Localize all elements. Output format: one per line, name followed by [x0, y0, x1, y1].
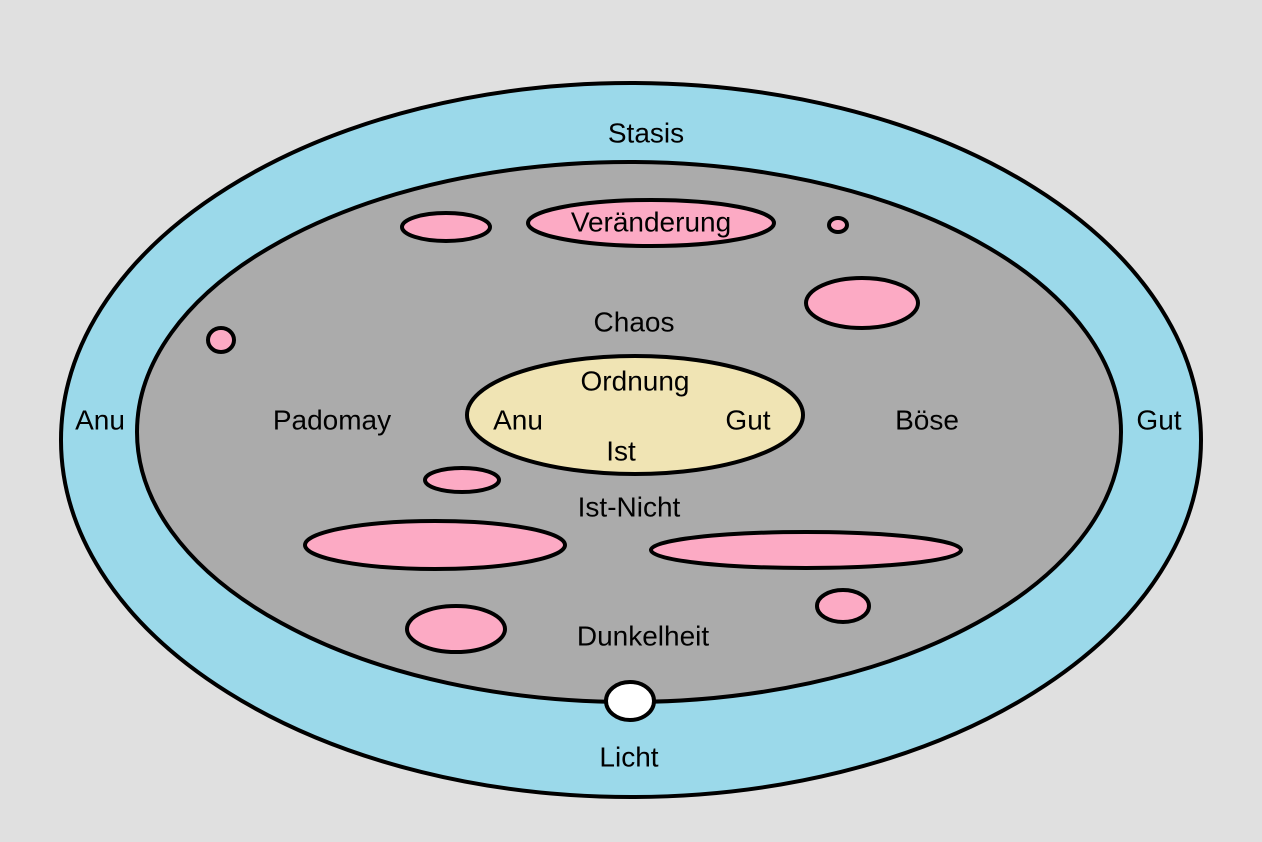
pink-blob [303, 519, 567, 571]
pink-blob [405, 604, 507, 654]
pink-blob [649, 530, 963, 570]
anu-inner-label: Anu [493, 405, 543, 436]
stasis-label: Stasis [608, 118, 684, 149]
ist-label: Ist [606, 436, 636, 467]
veraenderung-label: Veränderung [571, 207, 731, 238]
pink-blob [804, 276, 920, 330]
pink-blob [827, 216, 849, 234]
ist-nicht-label: Ist-Nicht [578, 492, 681, 523]
pink-blob [815, 588, 871, 624]
licht-label: Licht [599, 742, 658, 773]
pink-blob [423, 466, 501, 494]
ordnung-label: Ordnung [581, 366, 690, 397]
gut-outer-label: Gut [1136, 405, 1181, 436]
dunkelheit-label: Dunkelheit [577, 621, 710, 652]
pink-blob [400, 211, 492, 243]
veraenderung-blob [526, 198, 776, 248]
order-region [465, 354, 805, 476]
anu-outer-label: Anu [75, 405, 125, 436]
pink-blob [206, 326, 236, 354]
chaos-label: Chaos [594, 307, 675, 338]
padomay-label: Padomay [273, 405, 391, 436]
gut-inner-label: Gut [725, 405, 770, 436]
boese-label: Böse [895, 405, 959, 436]
light-dot [604, 680, 656, 722]
